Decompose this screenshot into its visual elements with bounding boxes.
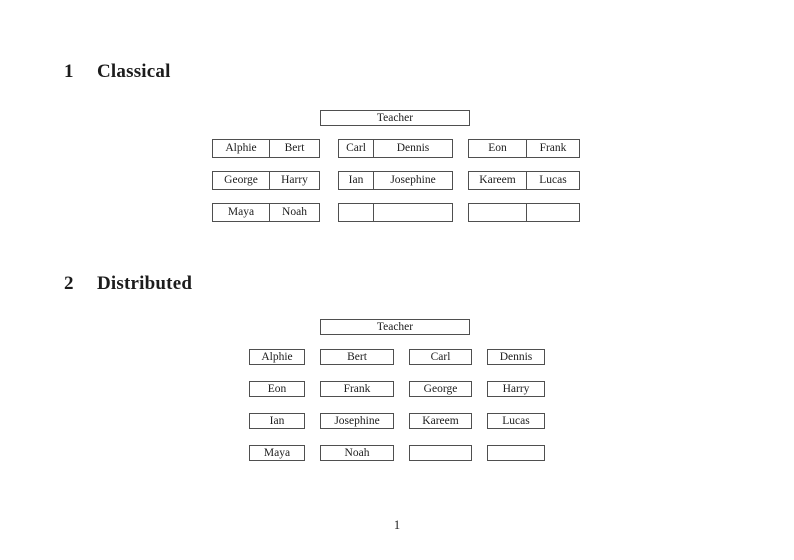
desk-empty	[468, 203, 580, 222]
desk: George	[409, 381, 472, 397]
desk-empty	[338, 203, 453, 222]
seat: Carl	[339, 140, 374, 157]
desk: Frank	[320, 381, 394, 397]
seat: Noah	[282, 206, 307, 218]
teacher-box: Teacher	[320, 319, 470, 335]
desk: Carl	[409, 349, 472, 365]
section-number: 1	[64, 61, 74, 82]
desk-empty	[409, 445, 472, 461]
desk: Bert	[320, 349, 394, 365]
desk: Dennis	[487, 349, 545, 365]
seat-empty	[469, 204, 527, 221]
desk: Maya	[249, 445, 305, 461]
desk: Kareem	[409, 413, 472, 429]
seat: Ian	[339, 172, 374, 189]
seat: Alphie	[213, 140, 270, 157]
seat: Kareem	[469, 172, 527, 189]
desk: Maya Noah	[212, 203, 320, 222]
desk: George Harry	[212, 171, 320, 190]
section-title: Distributed	[97, 273, 193, 294]
desk: Lucas	[487, 413, 545, 429]
seat-empty	[374, 204, 452, 221]
seat: Lucas	[539, 174, 567, 186]
desk: Eon	[249, 381, 305, 397]
section-number: 2	[64, 273, 74, 294]
seat: Eon	[469, 140, 527, 157]
seat: Josephine	[390, 174, 436, 186]
desk: Alphie Bert	[212, 139, 320, 158]
seat: George	[213, 172, 270, 189]
teacher-box: Teacher	[320, 110, 470, 126]
desk: Ian	[249, 413, 305, 429]
section-heading-distributed: 2 Distributed	[64, 274, 192, 294]
desk: Ian Josephine	[338, 171, 453, 190]
seat: Harry	[281, 174, 308, 186]
desk: Alphie	[249, 349, 305, 365]
seat: Maya	[213, 204, 270, 221]
desk: Noah	[320, 445, 394, 461]
seat: Frank	[539, 142, 567, 154]
section-title: Classical	[97, 61, 171, 82]
seat-empty	[339, 204, 374, 221]
desk: Eon Frank	[468, 139, 580, 158]
desk: Josephine	[320, 413, 394, 429]
desk-empty	[487, 445, 545, 461]
desk: Harry	[487, 381, 545, 397]
seat: Bert	[284, 142, 305, 154]
teacher-label: Teacher	[376, 111, 414, 124]
seat: Dennis	[396, 142, 430, 154]
teacher-label: Teacher	[376, 320, 414, 333]
page-number: 1	[393, 518, 401, 532]
seat-empty	[527, 204, 579, 221]
section-heading-classical: 1 Classical	[64, 62, 171, 82]
desk: Kareem Lucas	[468, 171, 580, 190]
desk: Carl Dennis	[338, 139, 453, 158]
